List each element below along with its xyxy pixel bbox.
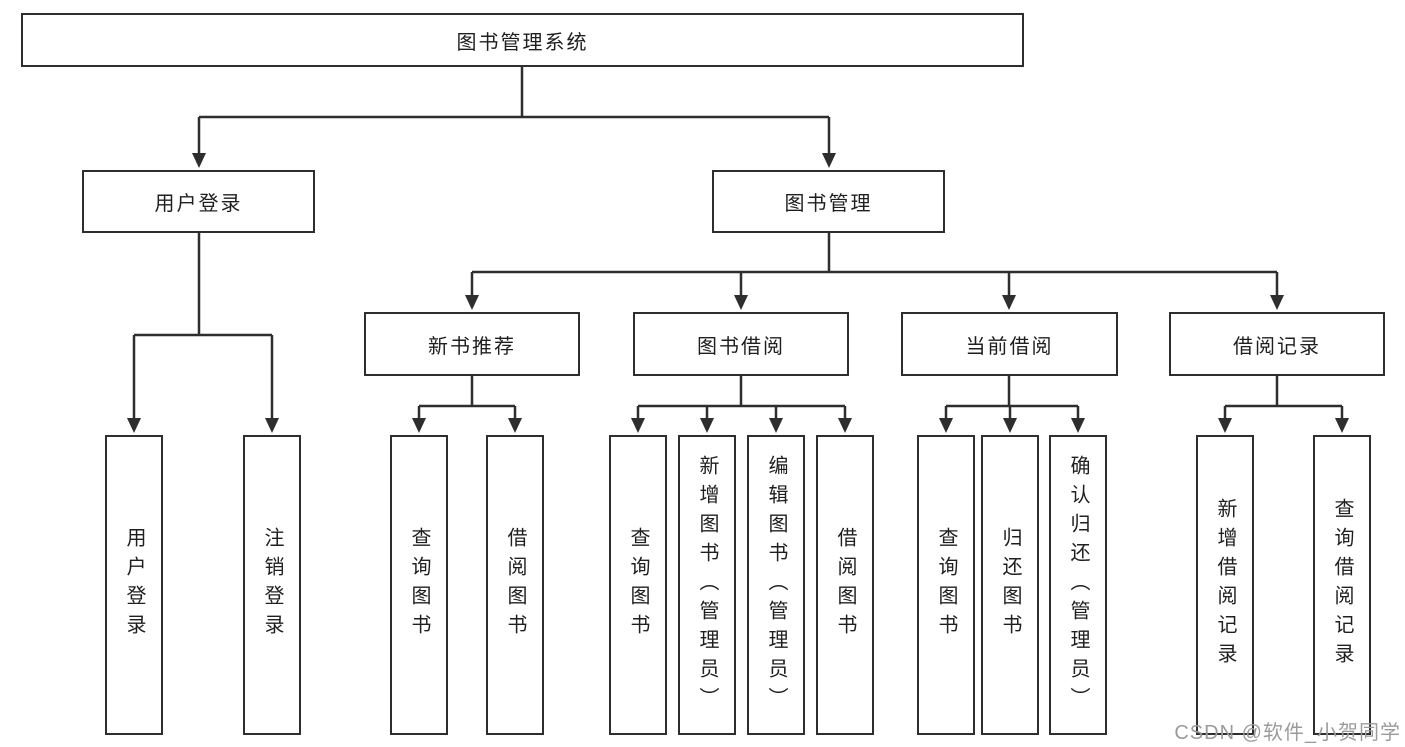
leaf-confirm-return-admin: 确认归还（管理员）	[1049, 435, 1107, 735]
leaf-label: 查询图书	[627, 527, 649, 643]
node-book-management: 图书管理	[712, 170, 945, 233]
arrow-down-icons	[127, 153, 1349, 433]
leaf-label: 借阅图书	[504, 527, 526, 643]
leaf-label: 借阅图书	[834, 527, 856, 643]
leaf-label: 确认归还（管理员）	[1067, 454, 1089, 716]
leaf-label: 查询图书	[935, 527, 957, 643]
node-library-management-system: 图书管理系统	[21, 13, 1024, 67]
leaf-label: 新增借阅记录	[1214, 498, 1236, 672]
node-label: 图书借阅	[697, 335, 785, 358]
node-label: 用户登录	[154, 193, 243, 215]
node-label: 当前借阅	[965, 335, 1054, 358]
leaf-borrow-books: 借阅图书	[816, 435, 874, 735]
leaf-add-books-admin: 新增图书（管理员）	[678, 435, 736, 735]
leaf-query-books-borrow: 查询图书	[609, 435, 667, 735]
node-borrowing-records: 借阅记录	[1169, 312, 1385, 376]
leaf-user-login: 用户登录	[105, 435, 163, 735]
leaf-label: 用户登录	[123, 527, 145, 643]
node-label: 图书管理	[784, 193, 873, 215]
leaf-return-books: 归还图书	[981, 435, 1039, 735]
leaf-label: 查询图书	[408, 527, 430, 643]
connector-paths	[132, 67, 1344, 420]
node-current-borrowing: 当前借阅	[901, 312, 1118, 376]
node-label: 借阅记录	[1233, 335, 1321, 358]
leaf-add-borrow-record: 新增借阅记录	[1196, 435, 1254, 735]
leaf-label: 归还图书	[999, 527, 1021, 643]
leaf-query-borrow-record: 查询借阅记录	[1313, 435, 1371, 735]
node-new-book-recommend: 新书推荐	[364, 312, 580, 376]
leaf-borrow-books-recommend: 借阅图书	[486, 435, 544, 735]
leaf-edit-books-admin: 编辑图书（管理员）	[747, 435, 805, 735]
node-label: 图书管理系统	[456, 31, 589, 54]
leaf-label: 注销登录	[261, 527, 283, 643]
leaf-query-books-current: 查询图书	[917, 435, 975, 735]
node-book-borrowing: 图书借阅	[633, 312, 849, 376]
leaf-label: 新增图书（管理员）	[696, 454, 718, 716]
leaf-logout: 注销登录	[243, 435, 301, 735]
csdn-watermark: CSDN @软件_小贺同学	[1174, 722, 1401, 744]
leaf-label: 编辑图书（管理员）	[765, 454, 787, 716]
leaf-query-books-recommend: 查询图书	[390, 435, 448, 735]
node-user-login: 用户登录	[82, 170, 315, 233]
leaf-label: 查询借阅记录	[1331, 498, 1353, 672]
node-label: 新书推荐	[428, 335, 516, 358]
